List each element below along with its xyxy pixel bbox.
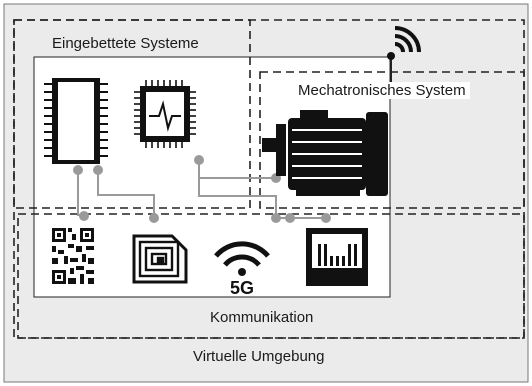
qr-code-icon xyxy=(52,228,94,284)
motor-icon xyxy=(262,110,388,196)
5g-signal-icon xyxy=(214,241,270,276)
connector-node xyxy=(194,155,204,165)
5g-label: 5G xyxy=(230,278,254,298)
connector-node xyxy=(79,211,89,221)
connector-node xyxy=(285,213,295,223)
communication-boundary xyxy=(17,213,525,339)
communication-label: Kommunikation xyxy=(206,309,318,326)
antenna-dot xyxy=(387,52,395,60)
nfc-tag-icon xyxy=(132,234,188,284)
virtual-environment-label: Virtuelle Umgebung xyxy=(189,348,329,365)
wifi-signal-icon xyxy=(394,26,421,53)
connector-node xyxy=(73,165,83,175)
mechatronic-system-label: Mechatronisches System xyxy=(294,82,470,99)
ethernet-port-icon xyxy=(306,228,368,286)
virtual-environment-boundary xyxy=(13,19,525,339)
chip-to-nfc-line xyxy=(97,170,155,218)
processor-icon xyxy=(134,80,196,148)
microchip-icon xyxy=(44,78,108,164)
connector-nodes xyxy=(73,155,331,223)
connector-node xyxy=(271,213,281,223)
connector-node xyxy=(93,165,103,175)
connector-node xyxy=(321,213,331,223)
connector-node xyxy=(149,213,159,223)
embedded-systems-label: Eingebettete Systeme xyxy=(48,35,203,52)
